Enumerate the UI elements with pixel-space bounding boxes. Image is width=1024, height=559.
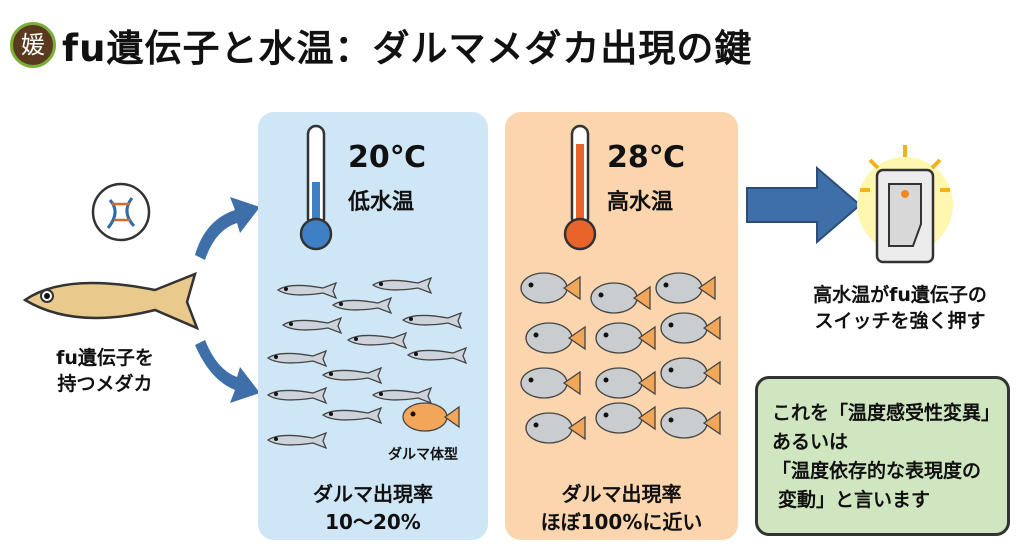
slim-fish — [346, 331, 408, 350]
slim-fish — [371, 276, 433, 295]
daruma-fish — [590, 282, 651, 314]
daruma-fish — [595, 322, 656, 354]
daruma-fish — [525, 322, 586, 354]
daruma-fish — [660, 357, 721, 389]
slim-fish — [276, 281, 338, 300]
switch-caption: 高水温がfu遺伝子のスイッチを強く押す — [813, 284, 987, 332]
high-rate: ダルマ出現率ほぼ100%に近い — [540, 482, 703, 534]
thermometer-cold-icon — [299, 124, 333, 251]
slim-fish — [266, 349, 328, 368]
arrow-up-icon — [195, 197, 260, 260]
high-temp-panel: 28℃ 高水温 ダルマ出現率ほぼ100%に近い — [505, 112, 738, 540]
slim-fish-school — [266, 276, 468, 450]
high-temp-label: 高水温 — [607, 190, 674, 215]
low-temp-label: 低水温 — [348, 190, 415, 215]
page-title: fu遺伝子と水温：ダルマメダカ出現の鍵 — [62, 27, 753, 70]
arrow-right-icon — [746, 165, 862, 245]
daruma-fish — [520, 272, 581, 304]
thermometer-hot-icon — [563, 124, 597, 251]
dna-bubble-icon — [91, 182, 151, 242]
daruma-fish — [660, 312, 721, 344]
arrow-down-icon — [195, 340, 260, 403]
medaka-fish-icon — [22, 271, 200, 331]
slim-fish — [331, 296, 393, 315]
daruma-fish — [520, 367, 581, 399]
slim-fish — [401, 311, 463, 330]
slim-fish — [321, 406, 383, 425]
fu-medaka-label: fu遺伝子を持つメダカ — [56, 347, 154, 395]
switch-icon — [857, 145, 953, 264]
slim-fish — [281, 316, 343, 335]
note-box: これを「温度感受性変異」あるいは「温度依存的な表現度の変動」と言います — [755, 376, 1010, 536]
slim-fish — [266, 386, 328, 405]
slim-fish — [406, 346, 468, 365]
daruma-fish — [402, 402, 460, 432]
daruma-fish — [660, 407, 721, 439]
logo: 媛 — [10, 22, 56, 68]
daruma-fish — [595, 367, 656, 399]
low-temp-value: 20℃ — [348, 140, 427, 175]
daruma-fish — [595, 402, 656, 434]
daruma-fish — [655, 272, 716, 304]
slim-fish — [266, 431, 328, 450]
daruma-fish — [525, 412, 586, 444]
daruma-fish-school — [520, 272, 721, 444]
daruma-type-label: ダルマ体型 — [388, 447, 458, 463]
slim-fish — [371, 386, 433, 405]
slim-fish — [321, 366, 383, 385]
high-temp-value: 28℃ — [607, 140, 686, 175]
